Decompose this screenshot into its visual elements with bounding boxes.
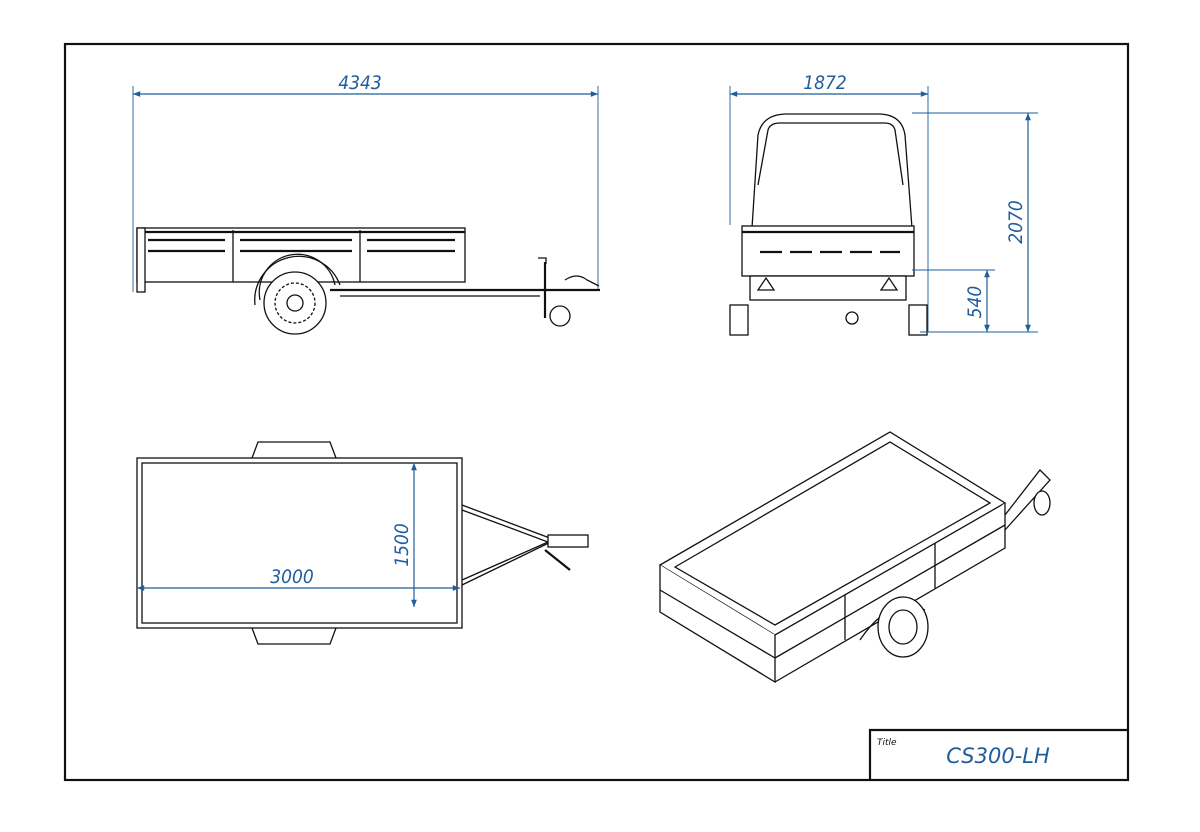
wheel-icon: [263, 271, 327, 335]
rear-view: 1872 2070 540: [729, 72, 1038, 336]
dimension-top-width: 1500: [391, 523, 413, 567]
title-label: Title: [877, 738, 897, 748]
title-block: Title CS300-LH: [868, 728, 1128, 780]
isometric-view: [658, 431, 1051, 684]
side-view: 4343: [132, 72, 600, 335]
top-view: 3000 1500: [136, 441, 589, 645]
drawing-title: CS300-LH: [946, 744, 1050, 768]
dimension-side-length: 4343: [338, 72, 382, 94]
wheel-icon: [877, 596, 929, 658]
dimension-rear-height: 2070: [1005, 200, 1027, 244]
dimension-rear-width: 1872: [803, 72, 847, 94]
wheel-icon: [729, 304, 749, 336]
dimension-top-length: 3000: [270, 566, 314, 588]
jockey-wheel-icon: [549, 305, 571, 327]
wheel-icon: [908, 304, 928, 336]
dimension-floor-height: 540: [964, 286, 986, 319]
drawing-frame: [63, 42, 1130, 782]
